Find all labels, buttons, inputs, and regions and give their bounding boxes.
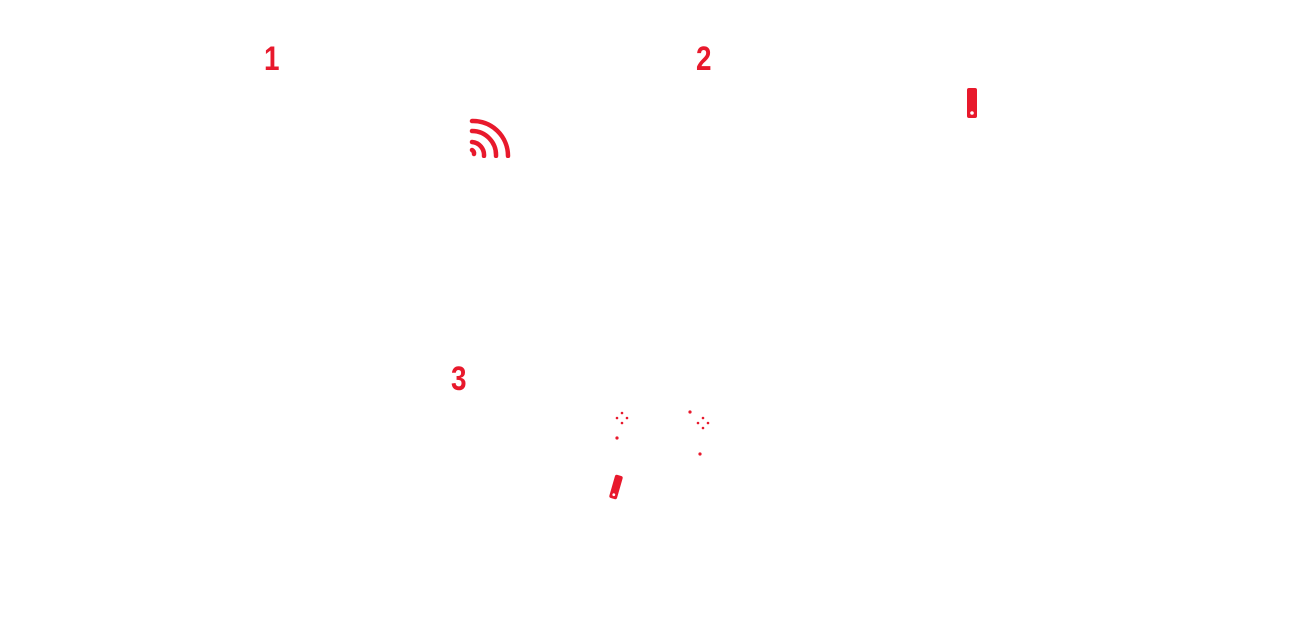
exclamation-icon [609, 474, 623, 500]
signal-waves-icon [469, 118, 511, 158]
exclamation-icon [967, 88, 977, 118]
step-number-2: 2 [696, 40, 712, 78]
sparkle-icon [615, 411, 629, 440]
step-number-1: 1 [264, 40, 280, 78]
sparkle-icon [688, 410, 710, 456]
step-number-3: 3 [451, 360, 467, 398]
